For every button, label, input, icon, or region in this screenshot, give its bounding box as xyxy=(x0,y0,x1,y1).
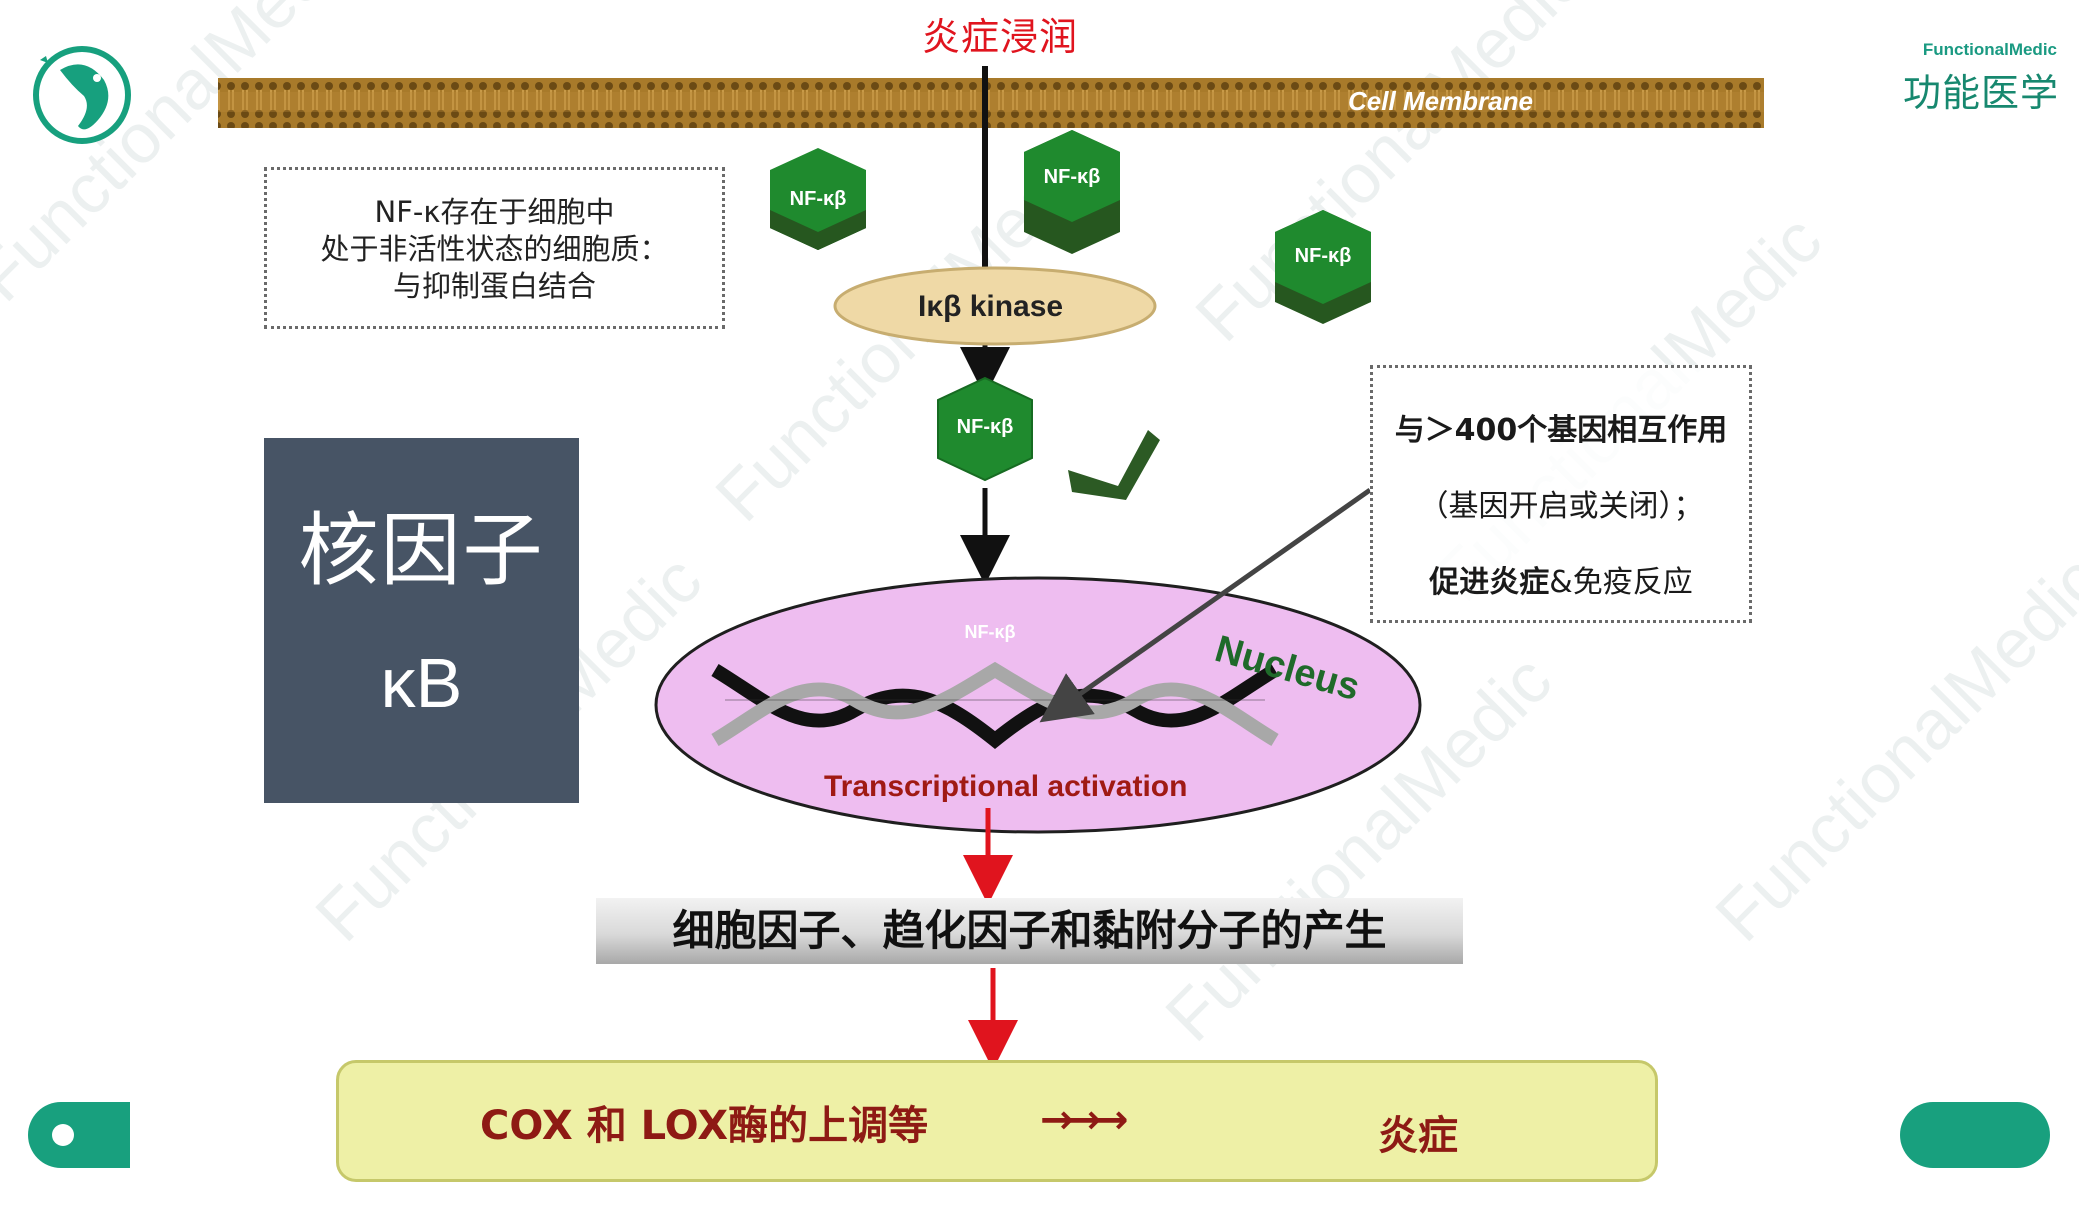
inflammation-text: 炎症 xyxy=(1378,1113,1458,1159)
brand-logo-icon xyxy=(33,46,131,144)
cytokine-production-bar: 细胞因子、趋化因子和黏附分子的产生 xyxy=(596,898,1463,964)
nfkb-hexagon xyxy=(937,376,1033,482)
released-inhibitor xyxy=(1068,430,1160,500)
next-slide-button[interactable] xyxy=(1900,1102,2050,1168)
ikb-kinase-label: Iκβ kinase xyxy=(918,290,1064,323)
nfkb-label: NF-κβ xyxy=(1294,245,1352,267)
note-line: 与＞400个基因相互作用 xyxy=(1394,413,1728,448)
cox-lox-text: COX 和 LOX酶的上调等 xyxy=(480,1103,929,1149)
nfkb-hexagon xyxy=(1024,130,1120,254)
note-bold: 促进炎症 xyxy=(1429,565,1550,600)
nfkb-label: NF-κβ xyxy=(964,622,1016,642)
panel-title-cn: 核因子 xyxy=(298,504,545,597)
panel-title-kb: κB xyxy=(380,644,463,722)
cell-membrane xyxy=(218,78,1764,128)
cell-membrane-label: Cell Membrane xyxy=(1348,86,1533,116)
transcription-label: Transcriptional activation xyxy=(824,770,1188,803)
nfkb-label: NF-κβ xyxy=(789,188,847,210)
nfkb-hexagon xyxy=(770,148,866,250)
note-line: （基因开启或关闭）； xyxy=(1418,489,1704,524)
note-rest: &免疫反应 xyxy=(1549,565,1693,600)
pointer-arrow xyxy=(1039,487,1372,723)
brand-name-cn: 功能医学 xyxy=(1902,71,2059,115)
note-line: 与抑制蛋白结合 xyxy=(392,269,596,303)
nfkb-hexagon xyxy=(1275,210,1371,324)
note-line: NF-κ存在于细胞中 xyxy=(374,195,615,229)
outcome-box xyxy=(336,1060,1658,1182)
dna-helix xyxy=(711,661,1279,749)
brand-name-en: FunctionalMedic xyxy=(1922,40,2057,59)
dot-icon xyxy=(52,1124,74,1146)
ikb-kinase-ellipse xyxy=(833,266,1157,346)
title-inflammatory-infiltration: 炎症浸润 xyxy=(921,15,1078,59)
nfkb-label: NF-κβ xyxy=(956,416,1014,438)
sequence-arrows: →→→ xyxy=(1040,1097,1129,1143)
nfkb-label: NF-κβ xyxy=(1043,166,1101,188)
nfkb-title-panel: 核因子 κB xyxy=(264,438,579,803)
gene-interaction-note: 与＞400个基因相互作用 （基因开启或关闭）； 促进炎症&免疫反应 xyxy=(1370,365,1752,623)
note-line: 促进炎症&免疫反应 xyxy=(1373,557,1749,601)
nfkb-inactive-note: NF-κ存在于细胞中 处于非活性状态的细胞质： 与抑制蛋白结合 xyxy=(264,167,725,329)
prev-slide-button[interactable] xyxy=(28,1102,130,1168)
note-line: 处于非活性状态的细胞质： xyxy=(320,232,669,266)
